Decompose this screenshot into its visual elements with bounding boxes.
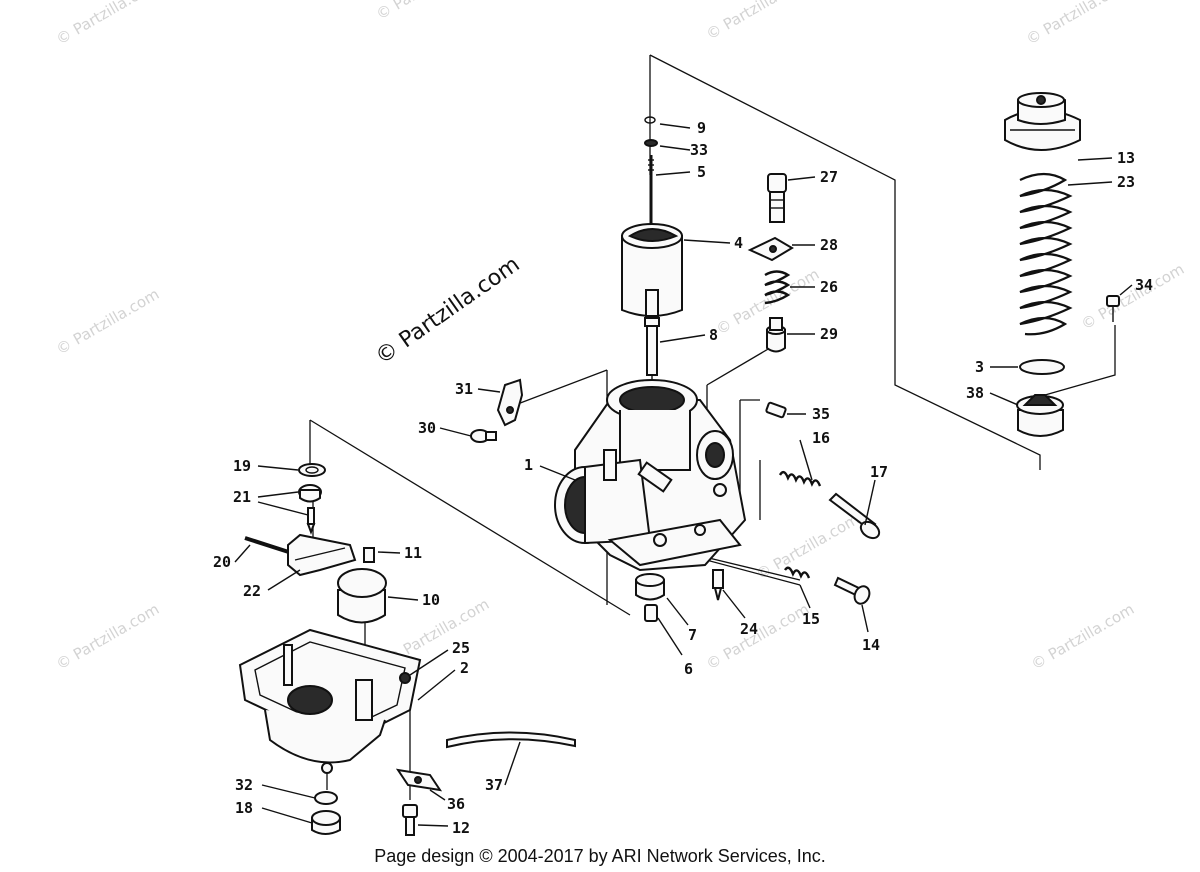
callout-15: 15: [802, 610, 820, 628]
callout-18: 18: [235, 799, 253, 817]
callout-27: 27: [820, 168, 838, 186]
watermark: © Partzilla.com: [703, 0, 812, 43]
callout-35: 35: [812, 405, 830, 423]
part-9-clip: [644, 116, 656, 124]
footer-copyright: Page design © 2004-2017 by ARI Network S…: [374, 846, 826, 866]
callout-labels: 9 33 5 4 8 27 28 26 29 13 23 34 3 38 31 …: [213, 119, 1153, 837]
watermark-main: © Partzilla.com: [371, 252, 524, 370]
callout-19: 19: [233, 457, 251, 475]
callout-34: 34: [1135, 276, 1153, 294]
part-25-screw-hole: [399, 672, 411, 684]
part-19-washer: [298, 463, 326, 477]
part-16-spring: [778, 470, 822, 487]
part-32-o-ring: [314, 791, 338, 805]
callout-3: 3: [975, 358, 984, 376]
part-7-jet-holder: [635, 573, 665, 601]
callout-31: 31: [455, 380, 473, 398]
watermark: © Partzilla.com: [53, 0, 162, 48]
callout-7: 7: [688, 626, 697, 644]
callout-33: 33: [690, 141, 708, 159]
watermark: © Partzilla.com: [53, 285, 162, 358]
part-27-pilot-jet: [767, 173, 787, 223]
part-10-float: [337, 568, 387, 624]
part-2-float-bowl: [238, 628, 422, 774]
part-33-washer: [644, 139, 658, 147]
callout-20: 20: [213, 553, 231, 571]
watermark: © Partzilla.com: [1023, 0, 1132, 48]
part-29-piston: [766, 317, 786, 353]
part-34-screw: [1106, 295, 1120, 322]
callout-22: 22: [243, 582, 261, 600]
callout-32: 32: [235, 776, 253, 794]
leader-lines: [234, 123, 1133, 827]
callout-29: 29: [820, 325, 838, 343]
callout-37: 37: [485, 776, 503, 794]
part-1-carburetor-body: [554, 379, 747, 572]
part-14-screw: [833, 576, 871, 605]
callout-2: 2: [460, 659, 469, 677]
callout-4: 4: [734, 234, 743, 252]
callout-28: 28: [820, 236, 838, 254]
callout-6: 6: [684, 660, 693, 678]
part-37-hose: [446, 731, 576, 749]
callout-30: 30: [418, 419, 436, 437]
callout-23: 23: [1117, 173, 1135, 191]
part-30-screw: [470, 429, 497, 443]
callout-17: 17: [870, 463, 888, 481]
callout-26: 26: [820, 278, 838, 296]
callout-13: 13: [1117, 149, 1135, 167]
callout-12: 12: [452, 819, 470, 837]
part-11-pin: [363, 547, 375, 563]
part-26-spring: [764, 270, 791, 305]
part-23-spring: [1019, 172, 1073, 336]
part-15-spring: [784, 566, 811, 579]
part-13-cap: [1004, 92, 1081, 151]
callout-8: 8: [709, 326, 718, 344]
callout-25: 25: [452, 639, 470, 657]
part-12-screw: [402, 804, 418, 836]
callout-14: 14: [862, 636, 880, 654]
part-6-main-jet: [644, 604, 658, 622]
part-36-bracket: [395, 768, 443, 792]
part-18-drain-plug: [311, 810, 341, 835]
watermark: © Partzilla.com: [1078, 260, 1187, 333]
part-4-throttle-slide: [621, 223, 683, 317]
part-22-float-arm: [287, 533, 357, 577]
watermark: © Partzilla.com: [373, 0, 482, 23]
callout-24: 24: [740, 620, 758, 638]
callout-16: 16: [812, 429, 830, 447]
part-31-lever: [496, 378, 524, 427]
part-5-needle: [648, 155, 654, 225]
callout-9: 9: [697, 119, 706, 137]
part-8-needle-jet: [644, 317, 660, 385]
part-21-needle-valve: [298, 484, 322, 535]
part-35-plug: [765, 401, 787, 419]
part-38-holder: [1016, 394, 1064, 437]
part-17-screw: [828, 492, 881, 540]
part-28-plate: [747, 236, 794, 262]
callout-38: 38: [966, 384, 984, 402]
callout-5: 5: [697, 163, 706, 181]
callout-36: 36: [447, 795, 465, 813]
callout-10: 10: [422, 591, 440, 609]
callout-21: 21: [233, 488, 251, 506]
callout-11: 11: [404, 544, 422, 562]
callout-1: 1: [524, 456, 533, 474]
watermark: © Partzilla.com: [53, 600, 162, 673]
part-24-pilot-jet: [712, 569, 724, 601]
part-3-washer: [1019, 359, 1065, 375]
watermark: © Partzilla.com: [1028, 600, 1137, 673]
